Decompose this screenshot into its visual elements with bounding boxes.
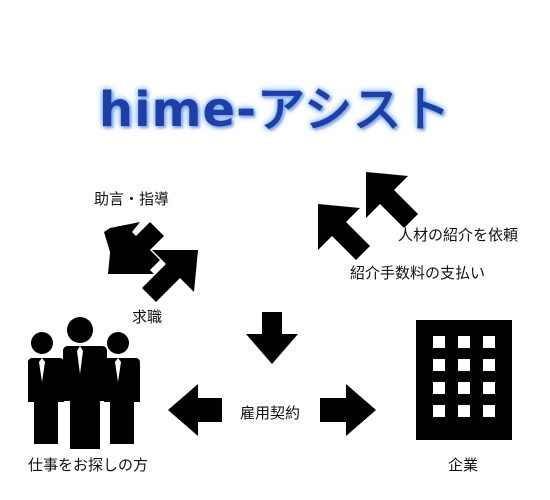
job-seek-arrow — [142, 250, 198, 302]
job-seekers-label: 仕事をお探しの方 — [28, 456, 149, 474]
company-label: 企業 — [448, 456, 479, 474]
pay-fee-arrow — [318, 204, 370, 260]
job-seek-label: 求職 — [132, 308, 163, 326]
business-people-icon — [24, 317, 140, 449]
employment-label: 雇用契約 — [240, 404, 301, 422]
request-talent-arrow — [366, 172, 418, 228]
advice-label: 助言・指導 — [94, 190, 170, 208]
employment-right-arrow — [320, 384, 376, 436]
office-building-icon — [416, 320, 512, 440]
employment-down-arrow — [246, 312, 298, 364]
employment-left-arrow — [168, 384, 222, 436]
request-talent-label: 人材の紹介を依頼 — [398, 226, 519, 244]
advice-arrow — [104, 222, 164, 274]
page-title: hime-アシスト — [98, 82, 452, 138]
pay-fee-label: 紹介手数料の支払い — [350, 264, 486, 282]
